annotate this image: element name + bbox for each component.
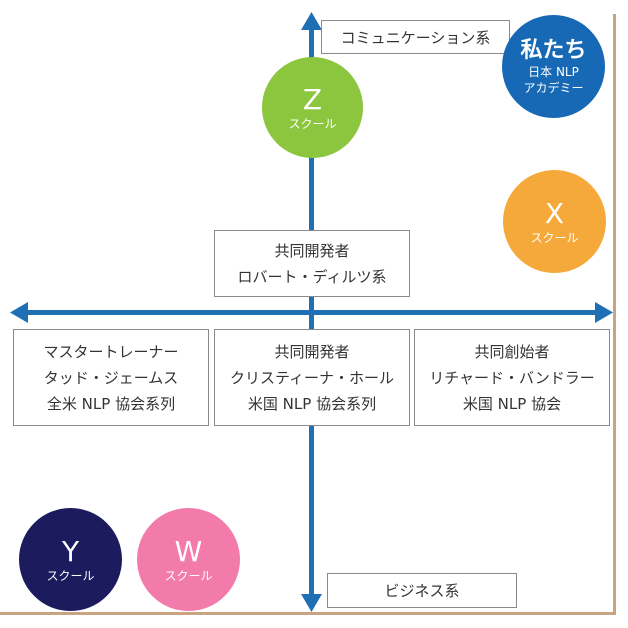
vertical-axis-arrow-down [301,594,322,612]
circle-us-japan-nlp-academy: 私たち 日本 NLP アカデミー [502,15,605,118]
box-richard-bandler: 共同創始者 リチャード・バンドラー 米国 NLP 協会 [414,329,610,426]
center-box-role: 共同開発者 [274,241,350,260]
box-richard-bandler-org: 米国 NLP 協会 [462,394,562,413]
box-christina-hall-role: 共同開発者 [274,342,350,361]
axis-label-bottom-text: ビジネス系 [384,582,460,600]
horizontal-axis-line [24,310,600,315]
circle-w-school: W スクール [137,508,240,611]
circle-y-school: Y スクール [19,508,122,611]
box-tad-james-name: タッド・ジェームス [43,368,179,387]
center-box-name: ロバート・ディルツ系 [237,267,387,286]
horizontal-axis-arrow-right [595,302,613,323]
axis-label-top: コミュニケーション系 [321,20,510,54]
box-tad-james: マスタートレーナー タッド・ジェームス 全米 NLP 協会系列 [13,329,209,426]
box-tad-james-org: 全米 NLP 協会系列 [46,394,176,413]
w-sub: スクール [164,568,213,583]
us-line3: アカデミー [523,80,584,95]
x-letter: X [544,196,565,230]
box-richard-bandler-role: 共同創始者 [474,342,550,361]
y-sub: スクール [46,568,95,583]
z-letter: Z [302,82,323,116]
us-title: 私たち [520,37,587,63]
vertical-axis-arrow-up [301,12,322,30]
circle-x-school: X スクール [503,170,606,273]
box-christina-hall-name: クリスティーナ・ホール [229,368,395,387]
axis-label-bottom: ビジネス系 [327,573,517,608]
axis-label-top-text: コミュニケーション系 [340,28,491,47]
center-box-dilts: 共同開発者 ロバート・ディルツ系 [214,230,410,297]
us-line2: 日本 NLP [528,64,579,79]
horizontal-axis-arrow-left [10,302,28,323]
x-sub: スクール [530,230,579,245]
frame-right-border [613,14,616,614]
box-tad-james-role: マスタートレーナー [43,342,179,361]
box-christina-hall-org: 米国 NLP 協会系列 [247,394,377,413]
box-richard-bandler-name: リチャード・バンドラー [429,368,595,387]
box-christina-hall: 共同開発者 クリスティーナ・ホール 米国 NLP 協会系列 [214,329,410,426]
z-sub: スクール [288,116,337,131]
y-letter: Y [61,534,80,568]
w-letter: W [174,534,203,568]
frame-bottom-border [0,612,616,615]
circle-z-school: Z スクール [262,57,363,158]
